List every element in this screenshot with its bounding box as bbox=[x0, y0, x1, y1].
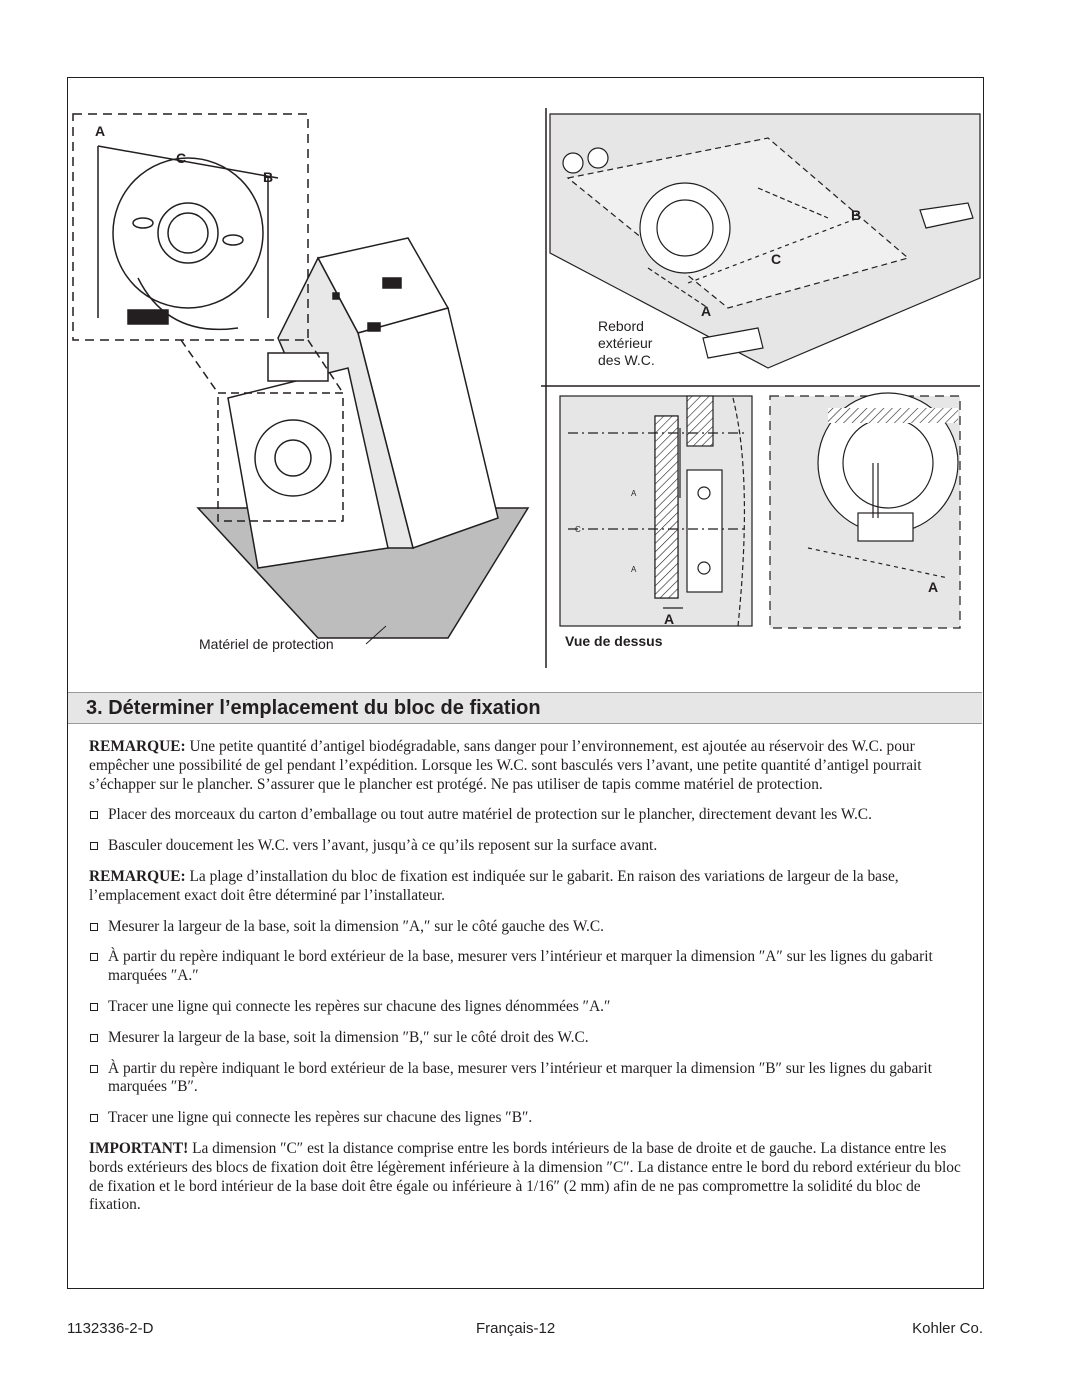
left-label-c: C bbox=[176, 150, 186, 166]
instructions-content: REMARQUE: Une petite quantité d’antigel … bbox=[89, 738, 961, 1227]
list-item: Tracer une ligne qui connecte les repère… bbox=[89, 998, 961, 1017]
list-item: Mesurer la largeur de la base, soit la d… bbox=[89, 918, 961, 937]
note-important: IMPORTANT! La dimension ″C″ est la dista… bbox=[89, 1140, 961, 1215]
checkbox-square-icon bbox=[90, 953, 98, 962]
list-item-text: Tracer une ligne qui connecte les repère… bbox=[108, 997, 611, 1015]
list-item: Basculer doucement les W.C. vers l’avant… bbox=[89, 837, 961, 856]
tr-label-b: B bbox=[851, 207, 861, 223]
tr-label-c: C bbox=[771, 251, 781, 267]
left-caption: Matériel de protection bbox=[199, 636, 334, 652]
detail-small-c: C bbox=[575, 525, 581, 534]
checkbox-square-icon bbox=[90, 1114, 98, 1123]
footer-company: Kohler Co. bbox=[912, 1320, 983, 1337]
footer-doc-number: 1132336-2-D bbox=[67, 1320, 154, 1337]
list-item-text: Placer des morceaux du carton d’emballag… bbox=[108, 806, 872, 824]
note-label: REMARQUE: bbox=[89, 738, 186, 755]
left-label-b: B bbox=[263, 169, 273, 185]
checkbox-square-icon bbox=[90, 1002, 98, 1011]
list-item-text: Tracer une ligne qui connecte les repère… bbox=[108, 1109, 533, 1127]
list-item: Placer des morceaux du carton d’emballag… bbox=[89, 806, 961, 825]
checkbox-square-icon bbox=[90, 811, 98, 820]
checkbox-square-icon bbox=[90, 1033, 98, 1042]
note-text: Une petite quantité d’antigel biodégrada… bbox=[89, 738, 922, 793]
list-item: Tracer une ligne qui connecte les repère… bbox=[89, 1109, 961, 1128]
left-label-a: A bbox=[95, 123, 105, 139]
checkbox-square-icon bbox=[90, 1064, 98, 1073]
list-item: Mesurer la largeur de la base, soit la d… bbox=[89, 1029, 961, 1048]
detail-small-a1: A bbox=[631, 489, 637, 498]
note-text: La plage d’installation du bloc de fixat… bbox=[89, 867, 899, 904]
detail-label-a: A bbox=[664, 611, 674, 627]
tr-caption-line2: extérieur bbox=[598, 335, 653, 351]
installation-illustration: A C B Matériel de protection B C A Rebor… bbox=[72, 108, 981, 668]
list-item-text: Mesurer la largeur de la base, soit la d… bbox=[108, 1028, 589, 1046]
template-drawing bbox=[549, 113, 981, 369]
tr-caption-line3: des W.C. bbox=[598, 352, 655, 368]
list-item-text: À partir du repère indiquant le bord ext… bbox=[108, 948, 933, 985]
block-detail bbox=[769, 392, 961, 629]
section-heading: 3. Déterminer l’emplacement du bloc de f… bbox=[86, 697, 541, 719]
footer-page-number: Français-12 bbox=[476, 1320, 556, 1337]
br-label-a: A bbox=[928, 579, 938, 595]
page-frame: A C B Matériel de protection B C A Rebor… bbox=[67, 77, 984, 1289]
detail-caption: Vue de dessus bbox=[565, 633, 663, 649]
important-label: IMPORTANT! bbox=[89, 1139, 189, 1157]
list-item: À partir du repère indiquant le bord ext… bbox=[89, 1060, 961, 1098]
detail-small-a2: A bbox=[631, 565, 637, 574]
list-item-text: À partir du repère indiquant le bord ext… bbox=[108, 1059, 932, 1096]
note-remarque-2: REMARQUE: La plage d’installation du blo… bbox=[89, 868, 961, 906]
list-item-text: Mesurer la largeur de la base, soit la d… bbox=[108, 917, 604, 935]
section-heading-bar: 3. Déterminer l’emplacement du bloc de f… bbox=[68, 692, 982, 724]
checkbox-square-icon bbox=[90, 922, 98, 931]
checkbox-square-icon bbox=[90, 842, 98, 851]
top-view-detail bbox=[559, 395, 753, 627]
list-item-text: Basculer doucement les W.C. vers l’avant… bbox=[108, 837, 658, 855]
important-text: La dimension ″C″ est la distance compris… bbox=[89, 1139, 961, 1214]
list-item: À partir du repère indiquant le bord ext… bbox=[89, 948, 961, 986]
tr-label-a: A bbox=[701, 303, 711, 319]
note-remarque-1: REMARQUE: Une petite quantité d’antigel … bbox=[89, 738, 961, 794]
toilet-drawing bbox=[180, 237, 530, 639]
note-label: REMARQUE: bbox=[89, 867, 186, 885]
tr-caption-line1: Rebord bbox=[598, 318, 644, 334]
bowl-detail bbox=[72, 113, 309, 341]
